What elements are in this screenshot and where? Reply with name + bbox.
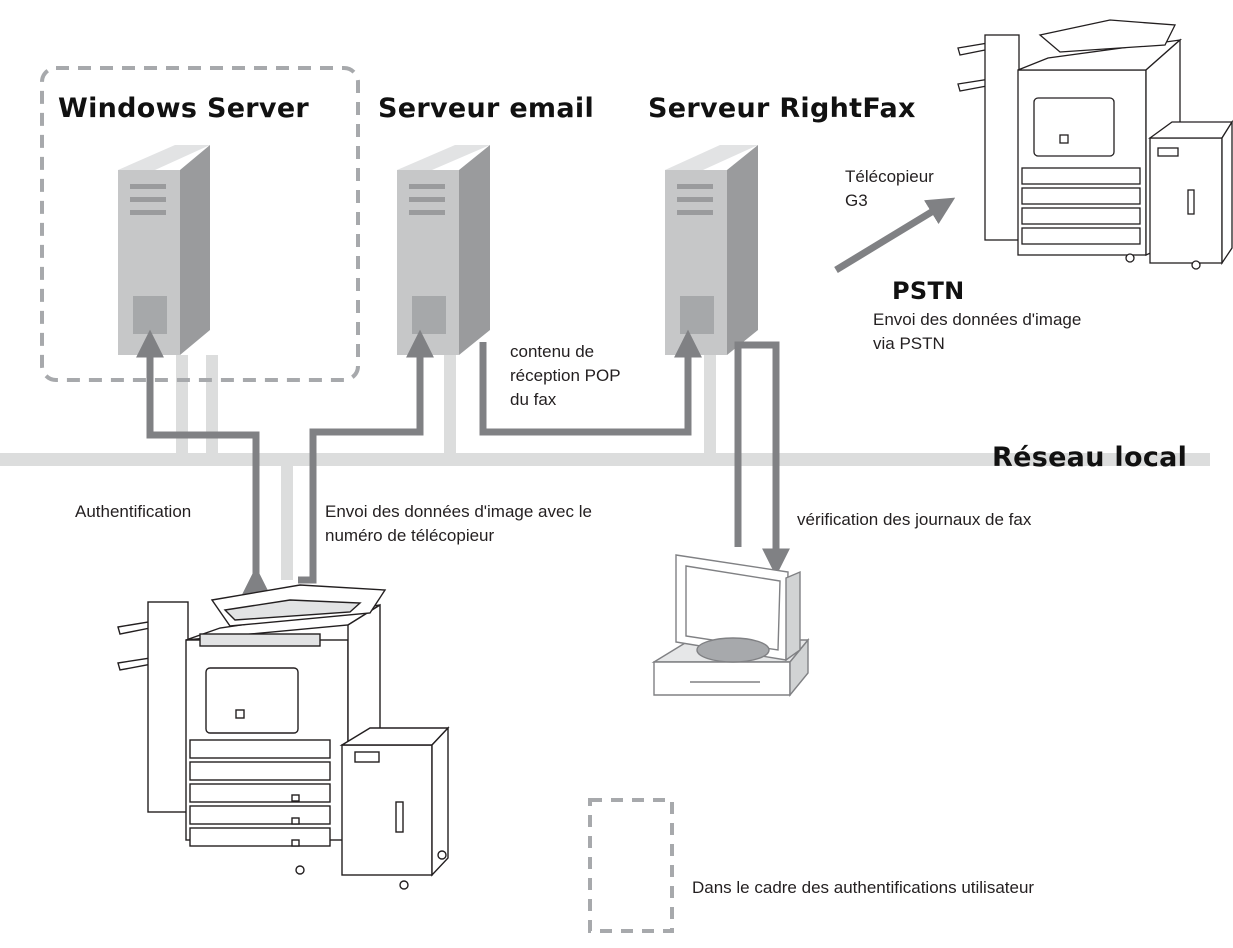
pc-terminal — [651, 554, 810, 697]
fax-log-arrow — [734, 341, 790, 577]
email-server-title: Serveur email — [378, 93, 594, 124]
send-image-label: Envoi des données d'image avec le numéro… — [325, 502, 592, 545]
mfp-device-main — [117, 584, 450, 890]
windows-server-title: Windows Server — [58, 93, 310, 124]
data-flow-arrows — [136, 197, 956, 595]
fax-log-label: vérification des journaux de fax — [797, 510, 1032, 529]
g3-fax-device — [957, 19, 1233, 270]
pstn-send-arrow — [834, 197, 956, 273]
pstn-title: PSTN — [892, 277, 965, 305]
send-image-arrow — [298, 329, 434, 584]
legend-label: Dans le cadre des authentifications util… — [692, 878, 1035, 897]
pop-reception-arrow — [479, 329, 702, 436]
windows-server-tower — [118, 145, 210, 355]
rightfax-server-title: Serveur RightFax — [648, 93, 916, 124]
legend-dashed-box — [588, 798, 674, 933]
authentication-label: Authentification — [75, 502, 192, 521]
authentication-arrow — [136, 329, 270, 595]
pstn-description: Envoi des données d'image via PSTN — [873, 310, 1082, 353]
rightfax-server-tower — [665, 145, 758, 355]
pop-reception-label: contenu de réception POP du fax — [510, 342, 621, 409]
g3-fax-label: Télécopieur G3 — [845, 167, 934, 210]
email-server-tower — [397, 145, 490, 355]
lan-title: Réseau local — [992, 442, 1188, 473]
